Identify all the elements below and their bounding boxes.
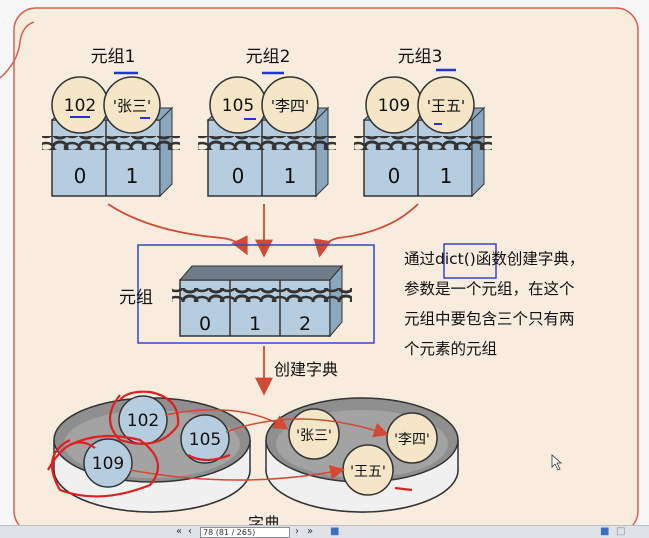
tuple-1-title: 元组1 <box>91 47 136 67</box>
tuple-1: 元组1 102 '张三' 0 1 <box>42 47 180 198</box>
outer-tuple-index-0: 0 <box>199 313 211 335</box>
dict-value-1: '李四' <box>394 432 430 448</box>
create-dict-label: 创建字典 <box>274 360 338 379</box>
red-annotations <box>47 390 413 498</box>
prev-page-button[interactable]: ‹ <box>188 526 192 537</box>
page-number-field[interactable]: 78 (81 / 265) <box>200 527 290 538</box>
note-line-4: 个元素的元组 <box>404 340 498 358</box>
dict-function-code: dict() <box>435 250 476 268</box>
outer-tuple-index-2: 2 <box>299 313 311 335</box>
cursor-icon <box>551 454 563 471</box>
first-page-button[interactable]: « <box>176 526 183 537</box>
explanation-note: 通过dict()函数创建字典， 参数是一个元组，在这个 元组中要包含三个只有两 … <box>404 244 626 364</box>
tuple-3-index-0: 0 <box>388 164 401 188</box>
tuple-1-index-0: 0 <box>74 164 87 188</box>
arrow-tuple-3 <box>313 203 419 258</box>
tuple-3-title: 元组3 <box>398 47 443 67</box>
outer-tuple-index-1: 1 <box>249 313 261 335</box>
dict-code-highlight <box>443 243 497 279</box>
note-line-1: 通过dict()函数创建字典， <box>404 250 585 268</box>
dict-value-0: '张三' <box>296 428 332 444</box>
tuple-2-item-0: 105 <box>222 96 254 116</box>
tuple-2-index-0: 0 <box>232 164 245 188</box>
blue-ink-marks <box>140 117 442 125</box>
outer-tuple: 元组 0 1 2 <box>119 244 375 344</box>
tuple-3: 元组3 109 '王五' 0 1 <box>354 47 492 198</box>
chain-icon <box>172 288 352 302</box>
dict-key-0: 102 <box>127 411 159 431</box>
chain-icon <box>42 136 180 150</box>
dict: 102 105 109 '张三' '李四' '王五' 字典 <box>53 395 459 533</box>
dict-key-2: 109 <box>92 454 124 474</box>
tuple-3-item-0: 109 <box>378 96 410 116</box>
tuple-1-index-1: 1 <box>126 164 139 188</box>
tuple-1-item-0: 102 <box>64 96 96 116</box>
note-line-3: 元组中要包含三个只有两 <box>404 310 575 328</box>
viewer-toolbar: « ‹ 78 (81 / 265) › » ■ ■ □ <box>0 525 649 538</box>
dict-key-1: 105 <box>189 430 221 450</box>
tuple-2-item-1: '李四' <box>271 97 309 115</box>
mapping-arrow-0 <box>164 409 289 430</box>
last-page-button[interactable]: » <box>307 526 314 537</box>
dict-value-2: '王五' <box>350 464 386 480</box>
tuple-3-index-1: 1 <box>440 164 453 188</box>
note-line-2: 参数是一个元组，在这个 <box>404 280 575 298</box>
chain-icon <box>354 136 492 150</box>
layout-icon[interactable]: □ <box>616 526 626 537</box>
page-icon[interactable]: ■ <box>330 526 340 537</box>
next-page-button[interactable]: › <box>295 526 299 537</box>
tuple-2-index-1: 1 <box>284 164 297 188</box>
tuple-2-title: 元组2 <box>246 47 291 67</box>
outer-tuple-frame <box>137 244 375 344</box>
view-icon[interactable]: ■ <box>600 526 610 537</box>
tuple-2: 元组2 105 '李四' 0 1 <box>198 47 336 198</box>
tuple-3-item-1: '王五' <box>427 97 465 115</box>
tuple-1-item-1: '张三' <box>113 97 151 115</box>
chain-icon <box>198 136 336 150</box>
mapping-arrow-1 <box>225 418 389 438</box>
outer-tuple-label: 元组 <box>119 288 153 308</box>
